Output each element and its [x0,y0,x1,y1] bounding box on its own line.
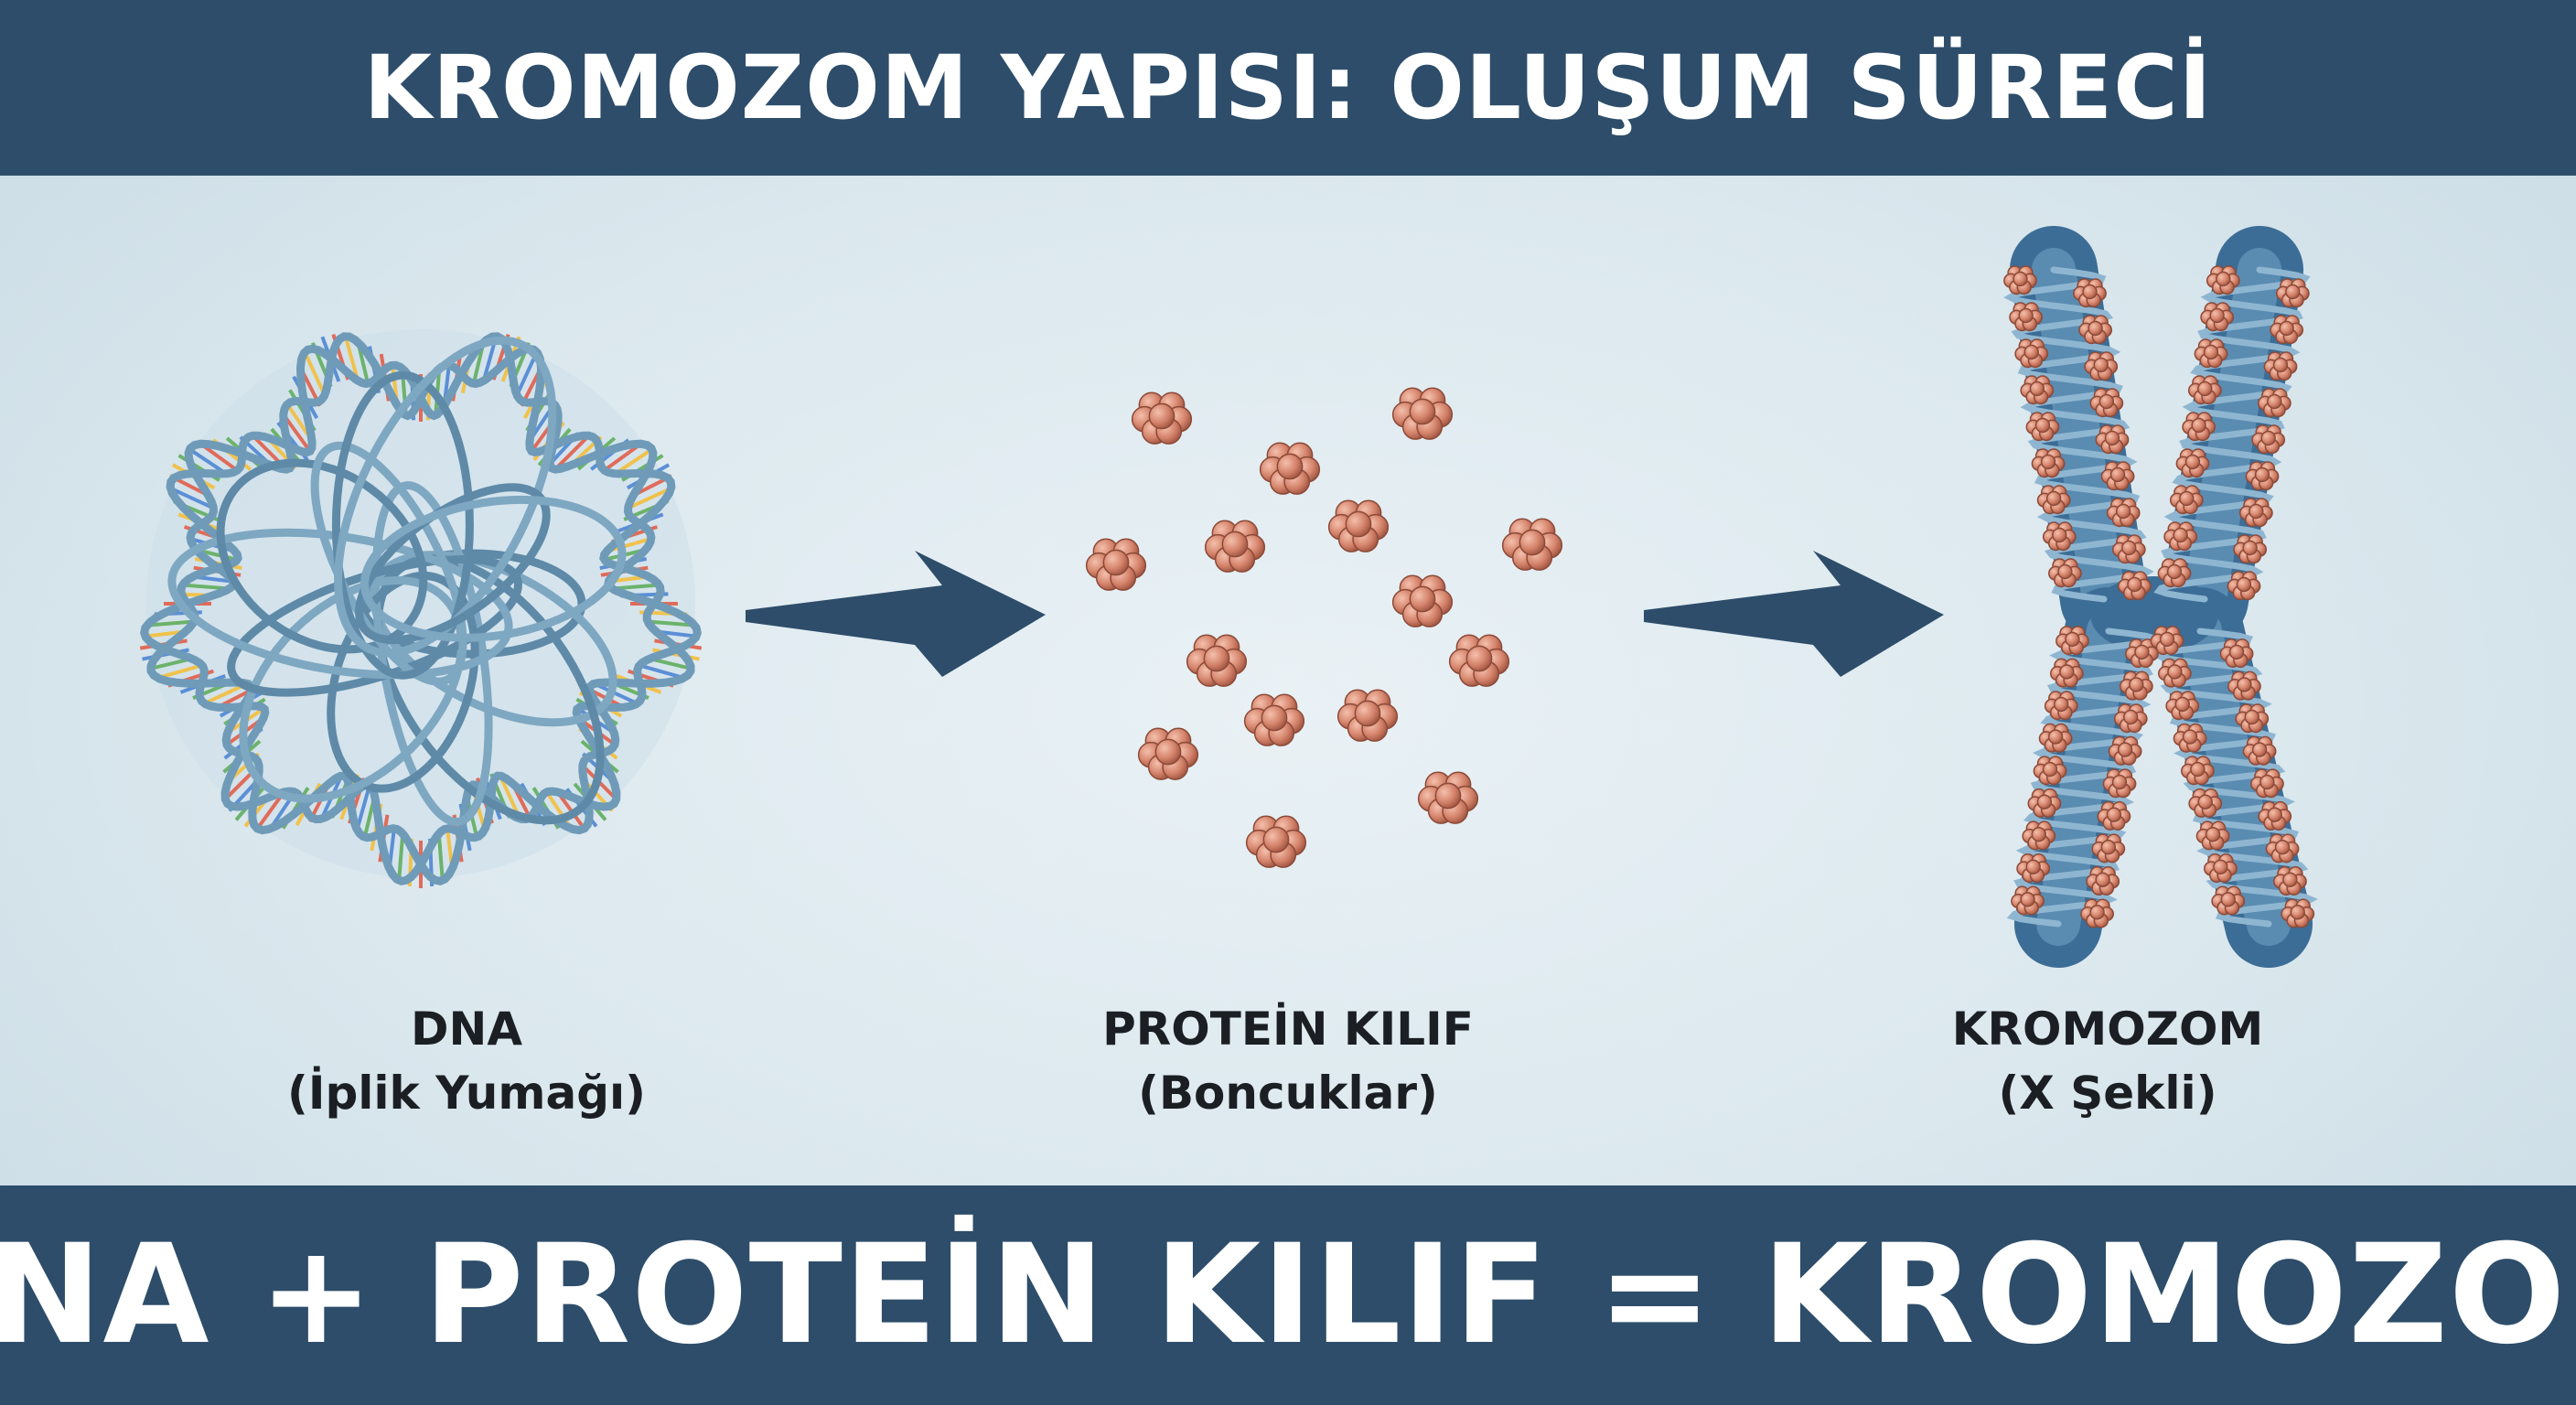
stage-note: (İplik Yumağı) [287,1067,646,1120]
protein-beads-illustration [1085,387,1563,868]
chromosome-x-illustration [2003,226,2319,968]
stage-note: (X Şekli) [1998,1067,2217,1120]
title-banner: KROMOZOM YAPISI: OLUŞUM SÜRECİ [0,0,2576,176]
stage-name: KROMOZOM [1951,1003,2264,1056]
chromosome-caption: KROMOZOM (X Şekli) [1787,997,2428,1125]
stage-note: (Boncuklar) [1138,1067,1438,1120]
protein-caption: PROTEİN KILIF (Boncuklar) [968,997,1608,1125]
stage-name: PROTEİN KILIF [1102,1003,1474,1056]
dna-coil-illustration [139,329,703,888]
stage-name: DNA [410,1003,523,1056]
page-title: KROMOZOM YAPISI: OLUŞUM SÜRECİ [363,37,2213,139]
arrow-right-icon [746,551,1046,677]
arrow-right-icon [1644,551,1944,677]
equation-text: DNA + PROTEİN KILIF = KROMOZOM [0,1216,2576,1375]
dna-caption: DNA (İplik Yumağı) [146,997,787,1125]
diagram-illustration [139,226,2319,968]
equation-banner: DNA + PROTEİN KILIF = KROMOZOM [0,1185,2576,1405]
